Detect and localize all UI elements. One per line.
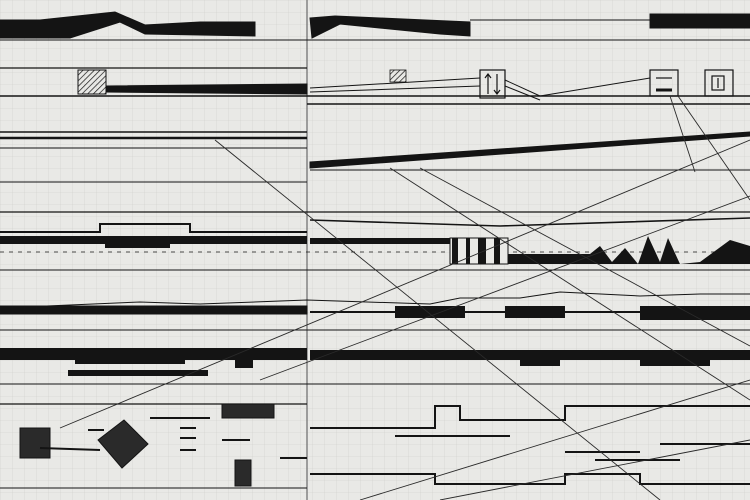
diamond-block	[97, 419, 149, 469]
top-left-mountain	[0, 11, 256, 39]
top-center-mountain	[309, 15, 471, 39]
tapered-bar	[105, 83, 308, 95]
wedge-line	[309, 131, 750, 169]
top-right-block	[649, 13, 750, 29]
middle-staff-1	[0, 131, 750, 183]
double-arrow-icon	[479, 69, 506, 99]
barcode-block	[449, 237, 509, 265]
arrow-pair-icon	[649, 69, 679, 97]
bottom-right-steps	[310, 405, 750, 485]
top-band	[0, 11, 750, 41]
arrow-box-icon	[704, 69, 734, 97]
bottom-left-shapes	[0, 403, 307, 489]
hatched-block-icon	[77, 69, 107, 95]
diagonal-lines	[59, 95, 750, 500]
upper-staff	[0, 67, 750, 105]
sawtooth-peaks	[508, 236, 750, 264]
square-block	[19, 427, 51, 459]
